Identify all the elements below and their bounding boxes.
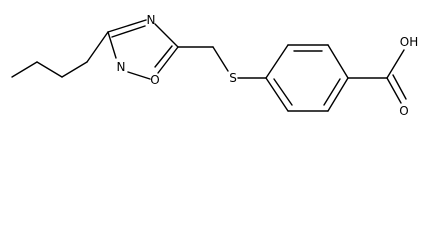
- bond-ring-inner-2: [323, 78, 341, 106]
- bond-c3-n4: [107, 19, 147, 33]
- bond-n4-c5: [154, 23, 179, 48]
- bond-ring-6: [265, 77, 289, 112]
- atom-label-n-top: N: [147, 13, 156, 27]
- bond-ring-4: [327, 77, 349, 112]
- bond-chain-4: [86, 31, 109, 63]
- bond-c-o-double-a: [386, 77, 402, 104]
- bond-ring-inner-3: [273, 78, 293, 106]
- atom-label-acid-carbonyl-o: O: [399, 104, 408, 118]
- atom-label-o-ring: O: [150, 73, 159, 87]
- atom-label-s-thioether: S: [229, 71, 237, 85]
- bond-c3-n4-double: [111, 25, 146, 38]
- bond-n2-c3: [107, 31, 117, 59]
- bond-chain-2: [36, 61, 63, 78]
- bond-o1-n2: [127, 71, 151, 80]
- bond-ring-3: [327, 44, 349, 79]
- bond-c-o-double-b: [392, 74, 407, 100]
- thioether-linker: [177, 46, 267, 79]
- bond-ring-1: [265, 44, 289, 79]
- bond-c5-o1: [157, 46, 179, 74]
- carboxylic-acid: [347, 49, 407, 104]
- atom-label-n-bottom: N: [117, 60, 126, 74]
- butyl-chain: [11, 31, 109, 78]
- atom-label-acid-oh: OH: [400, 35, 418, 49]
- bond-ch2-s: [212, 46, 229, 72]
- bond-chain-3: [61, 61, 88, 78]
- molecule-structure: N N O S OH O: [11, 13, 418, 118]
- bond-chain-1: [11, 61, 38, 78]
- oxadiazole-ring: [107, 19, 179, 80]
- bond-c-oh: [386, 49, 405, 79]
- benzene-ring: [265, 44, 349, 112]
- bond-c5-o1-double: [154, 45, 173, 68]
